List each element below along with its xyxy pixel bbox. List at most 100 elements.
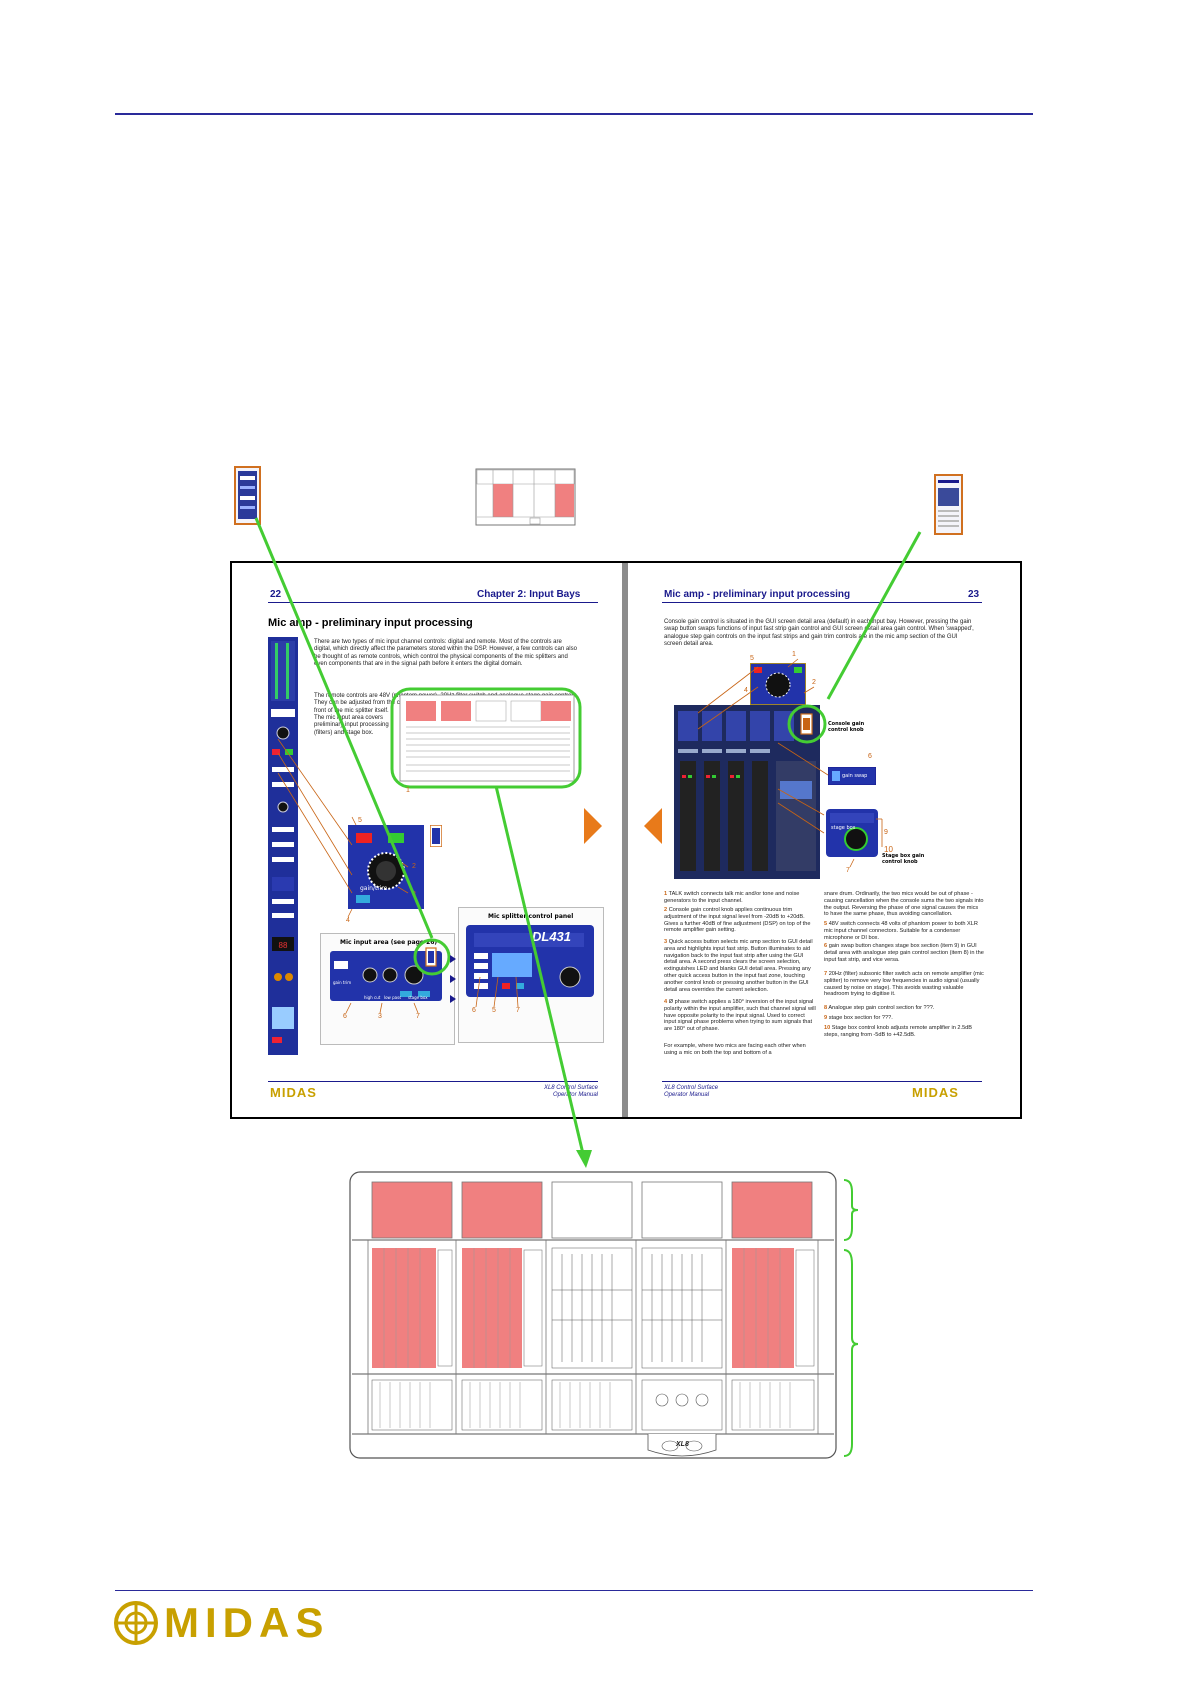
midas-logo-emblem xyxy=(114,1601,158,1645)
item-2: 2 Console gain control knob applies cont… xyxy=(664,907,818,934)
page-gutter xyxy=(622,563,628,1117)
callout-6b: 6 xyxy=(472,1007,476,1014)
console-mini-drawing xyxy=(399,694,575,782)
item-7: 7 20Hz (filter) subsonic filter switch a… xyxy=(824,971,984,998)
mic-input-panel xyxy=(330,951,442,1001)
right-page: Mic amp - preliminary input processing 2… xyxy=(628,563,1020,1117)
mini-strip-icon xyxy=(430,825,442,847)
r-callout-10: 10 xyxy=(884,845,893,854)
item-2-text: Console gain control knob applies contin… xyxy=(664,907,811,934)
item-3-text: Quick access button selects mic amp sect… xyxy=(664,939,813,993)
console-overview-thumbnail xyxy=(475,468,576,526)
left-footer-text: XL8 Control Surface Operator Manual xyxy=(522,1085,598,1099)
item-9: 9 stage box section for ???. xyxy=(824,1015,984,1022)
left-footer-rule xyxy=(268,1081,598,1082)
item-3: 3 Quick access button selects mic amp se… xyxy=(664,939,818,993)
gain-trim-panel xyxy=(348,825,424,909)
callout-5: 5 xyxy=(358,817,362,824)
highlight-ring-gain-knob xyxy=(787,704,827,744)
left-footer-manual: Operator Manual xyxy=(552,1092,598,1098)
item-1: 1 TALK switch connects talk mic and/or t… xyxy=(664,891,818,905)
callout-2: 2 xyxy=(412,863,416,870)
item-1-text: TALK switch connects talk mic and/or ton… xyxy=(664,891,800,904)
label-stage-box-gain: Stage box gain control knob xyxy=(882,853,925,865)
item-cont-text: snare drum. Ordinarily, the two mics wou… xyxy=(824,891,984,918)
right-footer-rule xyxy=(662,1081,982,1082)
left-chapter-title: Chapter 2: Input Bays xyxy=(477,589,581,600)
right-footer-logo: MIDAS xyxy=(912,1085,959,1100)
item-6-num: 6 xyxy=(824,943,828,949)
right-footer-text: XL8 Control Surface Operator Manual xyxy=(664,1085,718,1099)
callout-5b: 5 xyxy=(492,1007,496,1014)
left-page: 22 Chapter 2: Input Bays Mic amp - preli… xyxy=(232,563,624,1117)
callout-7: 7 xyxy=(416,1013,420,1020)
gain-swap-button-inset xyxy=(828,767,876,785)
item-4-num: 4 xyxy=(664,999,668,1005)
label-console-gain: Console gain control knob xyxy=(828,721,865,733)
item-7-num: 7 xyxy=(824,971,828,977)
stage-box-inset xyxy=(826,809,878,857)
item-8-text: Analogue step gain control section for ?… xyxy=(828,1005,935,1011)
left-page-title: Mic amp - preliminary input processing xyxy=(268,617,473,629)
page-spread: 22 Chapter 2: Input Bays Mic amp - preli… xyxy=(230,561,1022,1119)
highlight-ring-mic-input xyxy=(413,938,451,976)
item-5-text: 48V switch connects 48 volts of phantom … xyxy=(824,921,978,941)
right-header-rule xyxy=(662,602,982,603)
label-gain-swap: gain swap xyxy=(842,773,868,779)
r-callout-5: 5 xyxy=(750,655,754,662)
page-thumbnail-right xyxy=(934,474,963,535)
input-channel-strip: 88 xyxy=(268,637,298,1055)
splitter-model: DL431 xyxy=(532,929,572,944)
mic-input-area-title: Mic input area (see page 26) xyxy=(340,939,438,946)
knob-label-low-pass: low pass xyxy=(384,995,402,1000)
label-stage-box: stage box xyxy=(831,825,856,831)
right-intro: Console gain control is situated in the … xyxy=(664,619,974,648)
console-overview-diagram xyxy=(349,1171,837,1459)
callout-7b: 7 xyxy=(516,1007,520,1014)
item-10: 10 Stage box control knob adjusts remote… xyxy=(824,1025,984,1039)
item-10-text: Stage box control knob adjusts remote am… xyxy=(824,1025,973,1038)
r-callout-6: 6 xyxy=(868,753,872,760)
left-body-1: There are two types of mic input channel… xyxy=(314,639,577,668)
page-thumbnail-left xyxy=(234,466,261,525)
item-6-text: gain swap button changes stage box secti… xyxy=(824,943,984,963)
item-4-text: Ø phase switch applies a 180° inversion … xyxy=(664,999,816,1033)
right-footer-product: XL8 Control Surface xyxy=(664,1085,719,1091)
left-callout-lines xyxy=(277,738,519,1014)
item-4-cont-text: For example, where two mics are facing e… xyxy=(664,1043,806,1056)
svg-text:88: 88 xyxy=(279,941,288,950)
item-9-num: 9 xyxy=(824,1015,828,1021)
next-page-arrow[interactable] xyxy=(584,808,602,844)
item-8-num: 8 xyxy=(824,1005,828,1011)
left-page-number: 22 xyxy=(270,589,282,600)
section-braces xyxy=(843,1179,859,1457)
gain-knob-inset xyxy=(750,663,806,705)
item-5: 5 48V switch connects 48 volts of phanto… xyxy=(824,921,984,941)
right-page-header-title: Mic amp - preliminary input processing xyxy=(664,589,851,600)
knob-label-stage-box: stage box xyxy=(408,995,428,1000)
callout-3b: 3 xyxy=(378,1013,382,1020)
console-model-label: XL8 xyxy=(676,1441,689,1448)
prev-page-arrow[interactable] xyxy=(644,808,662,844)
item-1-num: 1 xyxy=(664,891,668,897)
item-8: 8 Analogue step gain control section for… xyxy=(824,1005,984,1012)
item-4-cont: For example, where two mics are facing e… xyxy=(664,1043,818,1057)
right-callout-lines xyxy=(697,658,883,868)
r-callout-4: 4 xyxy=(744,687,748,694)
r-callout-2: 2 xyxy=(812,679,816,686)
callout-6: 6 xyxy=(343,1013,347,1020)
item-3-num: 3 xyxy=(664,939,668,945)
item-6: 6 gain swap button changes stage box sec… xyxy=(824,943,984,963)
knob-label-high-cut: high cut xyxy=(364,995,381,1000)
knob-label-gain-trim: gain trim xyxy=(333,980,352,985)
splitter-pointer-arrows xyxy=(450,955,456,1003)
gain-trim-label: gain/trim xyxy=(360,885,388,892)
item-5-num: 5 xyxy=(824,921,828,927)
item-4: 4 Ø phase switch applies a 180° inversio… xyxy=(664,999,818,1033)
callout-4: 4 xyxy=(346,917,350,924)
footer-rule xyxy=(115,1590,1033,1591)
item-2-num: 2 xyxy=(664,907,668,913)
right-footer-manual: Operator Manual xyxy=(664,1092,710,1098)
left-footer-logo: MIDAS xyxy=(270,1085,317,1100)
